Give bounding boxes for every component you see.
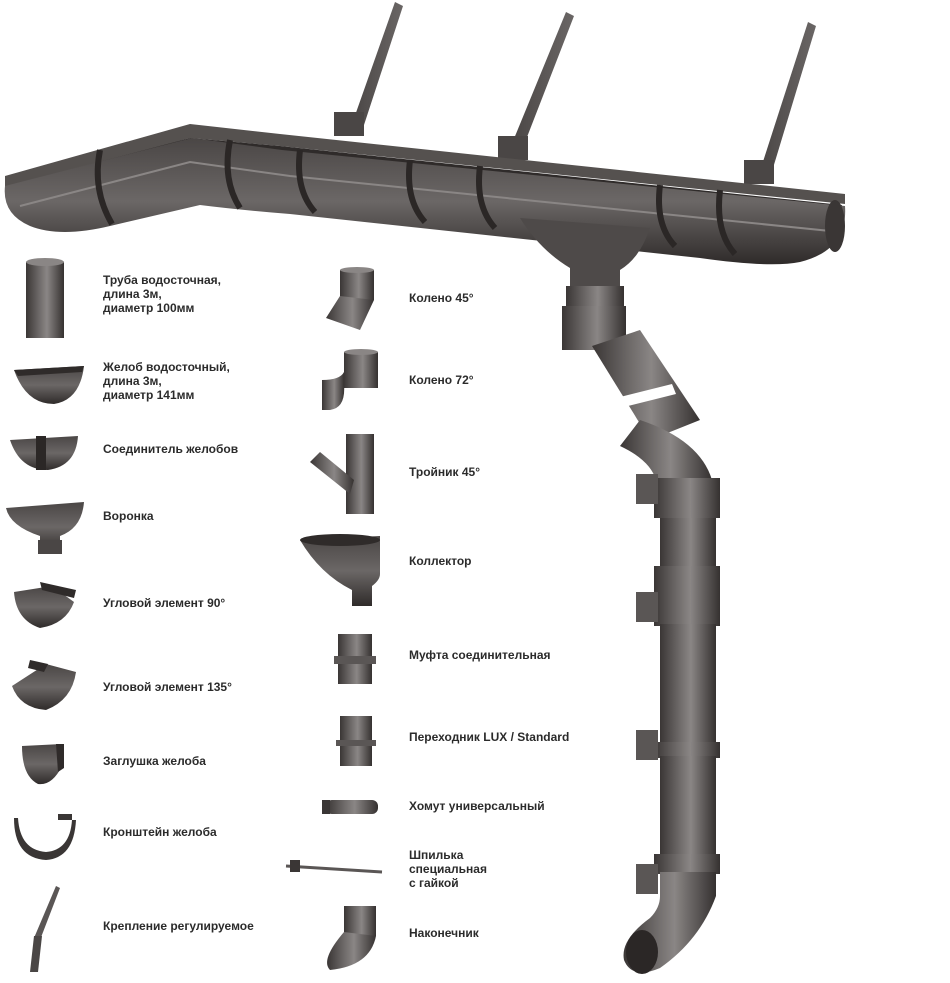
label-adjustable-mount: Крепление регулируемое [103, 919, 254, 933]
clamp-icon [322, 800, 378, 814]
gutter-run [4, 124, 846, 265]
label-collector: Коллектор [409, 554, 472, 568]
coupling-icon [334, 634, 376, 684]
label-corner-90: Угловой элемент 90° [103, 596, 226, 610]
label-clamp: Хомут универсальный [409, 799, 545, 813]
adapter-icon [336, 716, 376, 766]
corner-90-icon [14, 582, 76, 628]
downpipe [562, 306, 720, 974]
outlet-icon [327, 906, 376, 970]
label-tee-45: Тройник 45° [409, 465, 481, 479]
stud-icon [285, 860, 383, 874]
adjustable-mount-icon [30, 886, 60, 972]
label-elbow-72: Колено 72° [409, 373, 474, 387]
main-assembly [4, 2, 846, 974]
gutter-connector-icon [10, 436, 78, 470]
label-funnel: Воронка [103, 509, 154, 523]
roof-straps [334, 2, 816, 184]
tee-45-icon [310, 434, 374, 514]
elbow-45-icon [326, 267, 374, 330]
funnel-outlet [520, 218, 650, 308]
end-cap-icon [22, 744, 64, 785]
bracket-icon [14, 814, 76, 860]
label-coupling: Муфта соединительная [409, 648, 551, 662]
label-corner-135: Угловой элемент 135° [103, 680, 232, 694]
label-adapter: Переходник LUX / Standard [409, 730, 570, 744]
label-elbow-45: Колено 45° [409, 291, 474, 305]
downpipe-icon [26, 258, 64, 338]
corner-135-icon [12, 660, 76, 710]
label-pipe: Труба водосточная, длина 3м, диаметр 100… [103, 273, 221, 315]
label-gutter: Желоб водосточный, длина 3м, диаметр 141… [103, 360, 230, 402]
label-stud: Шпилька специальная с гайкой [409, 848, 487, 890]
gutter-icon [14, 366, 84, 404]
label-end-cap: Заглушка желоба [103, 754, 206, 768]
label-outlet: Наконечник [409, 926, 479, 940]
label-gutter-connector: Соединитель желобов [103, 442, 239, 456]
label-bracket: Кронштейн желоба [103, 825, 217, 839]
elbow-72-icon [322, 349, 378, 410]
collector-icon [300, 534, 380, 606]
funnel-icon [6, 502, 84, 554]
